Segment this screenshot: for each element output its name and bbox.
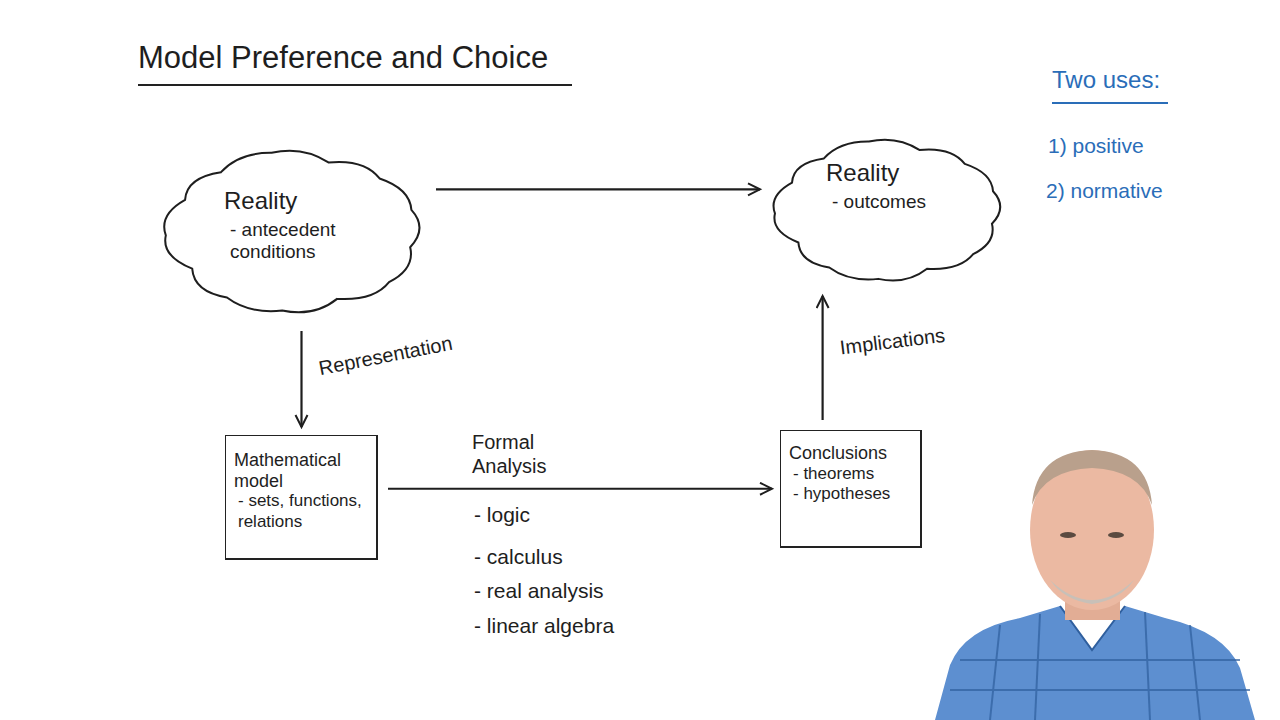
cloud-outline-path [164, 151, 419, 313]
side-note: Two uses: [1052, 66, 1168, 104]
process-box: Mathematical model- sets, functions, rel… [225, 435, 378, 560]
method-item: - calculus [474, 545, 563, 569]
side-note: 2) normative [1046, 179, 1163, 203]
node-heading: Reality [224, 187, 386, 215]
node-heading: Reality [826, 159, 976, 187]
node-body: - antecedent conditions [224, 219, 386, 263]
node-heading: Conclusions [789, 443, 912, 464]
cloud-node: Reality - antecedent conditions [158, 143, 426, 321]
cloud-outline-path [774, 140, 1001, 281]
arrow-connector [821, 296, 823, 420]
method-item: - real analysis [474, 579, 604, 603]
node-body: - theorems [789, 464, 912, 484]
shirt [935, 606, 1255, 720]
diagram-title: Model Preference and Choice [138, 40, 572, 86]
node-body: - sets, functions, relations [234, 491, 368, 532]
process-box: Conclusions- theorems- hypotheses [780, 430, 922, 548]
hair [1032, 450, 1152, 505]
node-body: - outcomes [826, 191, 976, 213]
arrow-connector [436, 188, 760, 190]
node-body: - hypotheses [789, 484, 912, 504]
beard [1050, 580, 1134, 604]
edge-label: Formal Analysis [469, 429, 571, 479]
arrow-connector [300, 331, 302, 427]
eye [1060, 532, 1076, 538]
eye [1108, 532, 1124, 538]
edge-label: Implications [835, 321, 949, 360]
side-note: 1) positive [1048, 134, 1144, 158]
cloud-node: Reality - outcomes [768, 133, 1006, 288]
method-item: - logic [474, 503, 530, 527]
method-item: - linear algebra [474, 614, 614, 638]
node-heading: Mathematical model [234, 450, 368, 491]
edge-label: Representation [313, 329, 457, 382]
head [1030, 450, 1154, 610]
arrow-connector [388, 488, 772, 490]
